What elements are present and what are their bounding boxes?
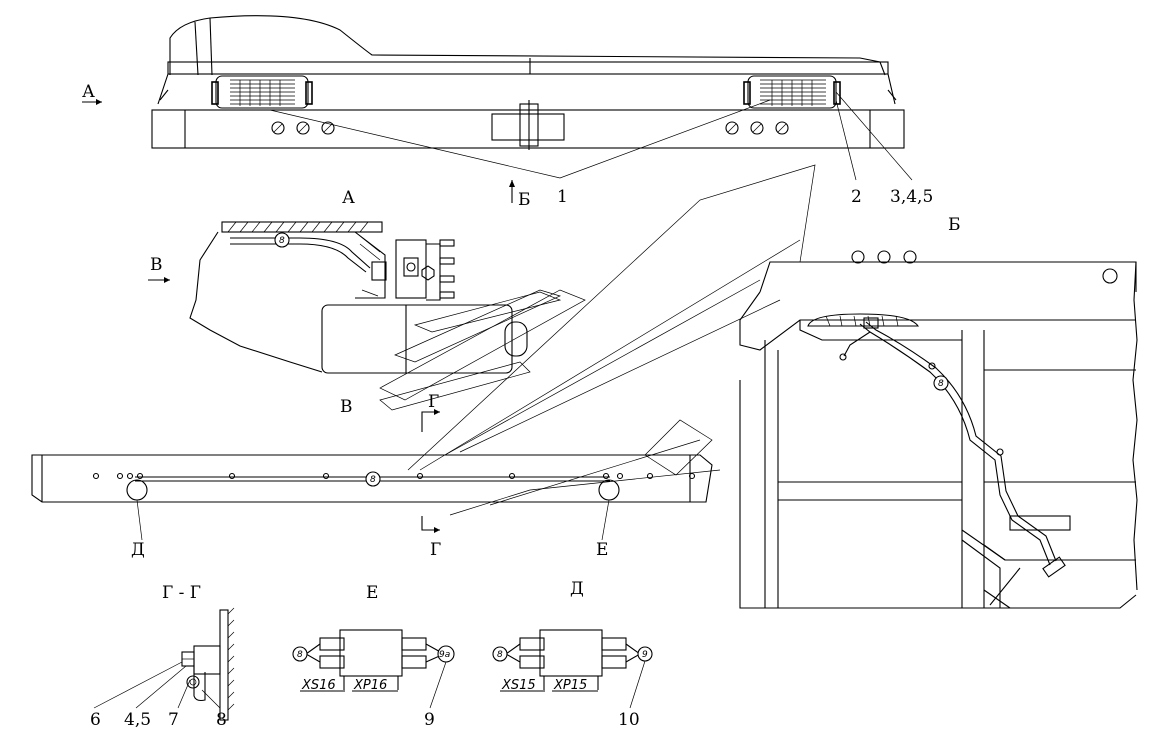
- view-e-title: Е: [366, 583, 378, 603]
- wire-mark-9-view-d: 9: [642, 650, 648, 660]
- connector-xp15: XP15: [553, 678, 587, 693]
- bolts-left: [271, 121, 335, 135]
- view-v-title: В: [340, 397, 353, 417]
- wire-mark-8-view-v: 8: [370, 475, 376, 485]
- callout-10: 10: [618, 710, 640, 730]
- section-g-top-label: Г: [428, 392, 439, 412]
- callout-8: 8: [216, 710, 227, 730]
- section-g-g: [93, 607, 235, 721]
- top-assembly-view: [82, 15, 913, 203]
- connector-xs15: XS15: [501, 678, 536, 693]
- view-v-rail: 8: [31, 409, 713, 541]
- callout-2: 2: [851, 187, 862, 207]
- arrow-v-label: В: [150, 255, 163, 275]
- callout-d: Д: [131, 540, 145, 560]
- wire-mark-8-view-b: 8: [938, 379, 944, 389]
- beacon-lamp-right: [743, 75, 841, 109]
- wire-mark-8-view-a: 8: [279, 236, 285, 246]
- connector-xs16: XS16: [301, 678, 336, 693]
- callout-9: 9: [424, 710, 435, 730]
- callout-1: 1: [557, 187, 568, 207]
- wire-mark-8-view-e: 8: [297, 650, 303, 660]
- wire-mark-8-view-d: 8: [497, 650, 503, 660]
- view-e-connector: 8 9а: [292, 629, 455, 709]
- view-a-detail: 8: [148, 221, 528, 374]
- callout-4-5: 4,5: [124, 710, 151, 730]
- section-g-bottom-label: Г: [430, 540, 441, 560]
- view-b-title: Б: [948, 215, 961, 235]
- beacon-lamp-left: [211, 75, 313, 109]
- arrow-a-label: А: [82, 82, 95, 102]
- callout-6: 6: [90, 710, 101, 730]
- connector-xp16: XP16: [353, 678, 387, 693]
- wire-mark-9a-view-e: 9а: [439, 650, 450, 660]
- view-d-title: Д: [570, 579, 584, 599]
- view-b-detail: 8: [739, 250, 1138, 609]
- section-gg-title: Г - Г: [162, 583, 201, 603]
- bolts-right: [725, 121, 789, 135]
- arrow-b-label: Б: [518, 190, 531, 210]
- callout-e: Е: [596, 540, 608, 560]
- callout-7: 7: [168, 710, 179, 730]
- cab-panel-outlines: [379, 164, 816, 516]
- view-d-connector: 8 9: [492, 629, 653, 709]
- callout-3-4-5: 3,4,5: [890, 187, 933, 207]
- view-a-title: А: [342, 188, 355, 208]
